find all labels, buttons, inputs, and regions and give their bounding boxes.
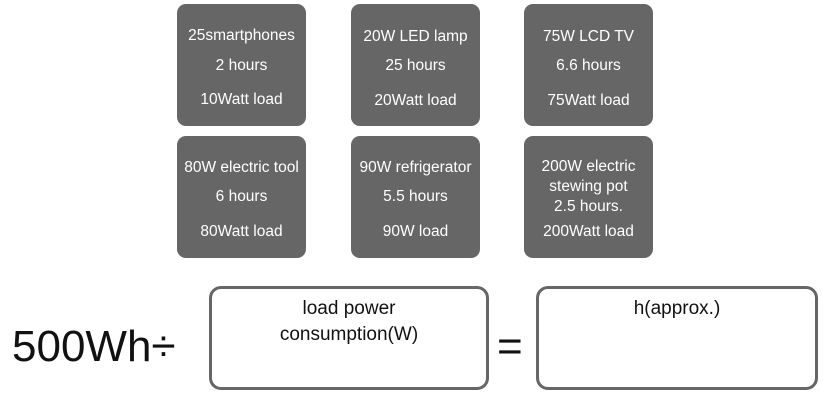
card-title: 90W refrigerator xyxy=(359,159,472,176)
card-electric-tool: 80W electric tool 6 hours 80Watt load xyxy=(177,136,306,258)
card-load: 90W load xyxy=(382,223,449,240)
load-power-box: load power consumption(W) xyxy=(209,286,489,390)
card-duration: 6 hours xyxy=(215,188,268,205)
card-title: 75W LCD TV xyxy=(542,28,635,45)
card-title: 20W LED lamp xyxy=(363,28,468,45)
consumption-label: consumption(W) xyxy=(279,324,419,345)
load-power-label: load power xyxy=(302,298,396,319)
card-lcd-tv: 75W LCD TV 6.6 hours 75Watt load xyxy=(524,4,653,126)
card-load: 80Watt load xyxy=(200,223,283,240)
card-led-lamp: 20W LED lamp 25 hours 20Watt load xyxy=(351,4,480,126)
card-title: 25smartphones xyxy=(188,27,295,44)
card-duration: 2.5 hours. xyxy=(554,198,623,215)
card-load: 20Watt load xyxy=(374,92,457,109)
card-duration: 5.5 hours xyxy=(383,188,448,205)
card-load: 200Watt load xyxy=(543,223,634,240)
formula-dividend: 500Wh÷ xyxy=(12,322,176,371)
result-box: h(approx.) xyxy=(536,286,818,390)
card-load: 75Watt load xyxy=(547,92,630,109)
equals-sign: = xyxy=(497,322,523,371)
card-smartphones: 25smartphones 2 hours 10Watt load xyxy=(177,4,306,126)
card-title-continued: stewing pot xyxy=(549,178,628,195)
card-title: 80W electric tool xyxy=(184,159,299,176)
card-duration: 6.6 hours xyxy=(556,57,621,74)
card-load: 10Watt load xyxy=(200,91,283,108)
card-duration: 2 hours xyxy=(215,57,268,74)
card-duration: 25 hours xyxy=(385,57,446,74)
card-stewing-pot: 200W electric stewing pot 2.5 hours. 200… xyxy=(524,136,653,258)
result-label: h(approx.) xyxy=(633,298,721,319)
card-title: 200W electric xyxy=(541,158,636,175)
card-refrigerator: 90W refrigerator 5.5 hours 90W load xyxy=(351,136,480,258)
